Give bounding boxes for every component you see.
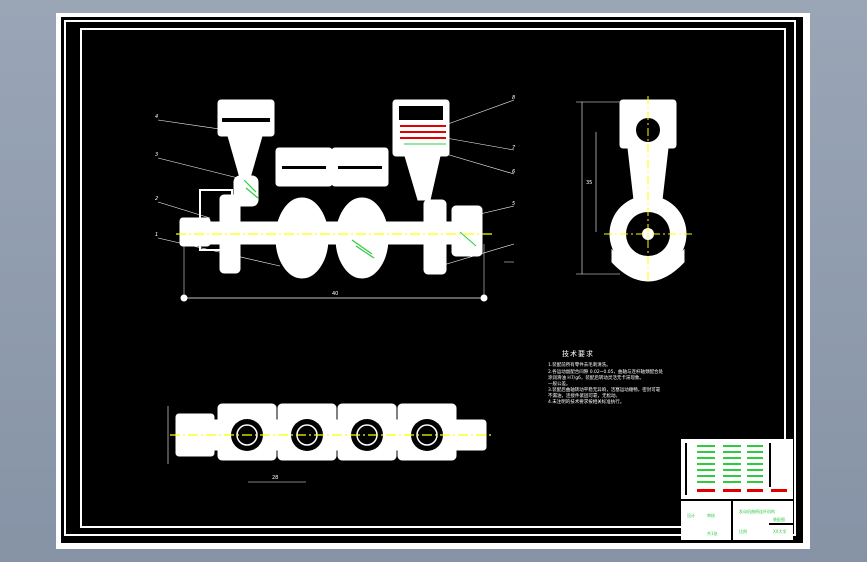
tech-requirement-line: 4.未注明的技术要求按相关标准执行。 xyxy=(548,400,625,405)
bottom-dimension-label: 28 xyxy=(272,475,279,481)
leader-number: 6 xyxy=(512,169,516,175)
checker-label: 审核 xyxy=(707,513,715,518)
connecting-rod-right xyxy=(404,155,441,201)
side-dimension-label: 35 xyxy=(586,180,593,186)
leader-number: 1 xyxy=(155,232,159,238)
section-hatching-red xyxy=(400,125,446,139)
connecting-rod-left xyxy=(227,135,263,179)
section-hatching xyxy=(243,179,375,259)
tech-requirement-line: 涂润滑油 H7/g6，装配后转动灵活无卡滞现象。 xyxy=(548,376,644,381)
front-view xyxy=(157,99,515,302)
designer-label: 设计 xyxy=(687,513,695,518)
leader-number: 3 xyxy=(155,152,159,158)
leader-number: 8 xyxy=(512,95,516,101)
flywheel-end xyxy=(451,205,483,257)
frame-inner-border xyxy=(80,28,786,528)
leader-number: 7 xyxy=(512,145,516,151)
side-view xyxy=(576,96,692,282)
side-counterweight xyxy=(611,248,685,282)
overall-dimension-label: 40 xyxy=(332,291,339,297)
leader-number: 5 xyxy=(512,201,516,207)
leader-number: 4 xyxy=(155,114,159,120)
shaft-end-left xyxy=(179,217,211,247)
crank-throw-1 xyxy=(275,197,329,279)
sheet-label: 共1张 xyxy=(707,531,718,536)
tech-requirements-title: 技术要求 xyxy=(562,350,594,358)
tech-requirement-line: 不漏油，连接件紧固可靠，无松动。 xyxy=(548,394,620,399)
parts-list xyxy=(685,443,789,495)
crank-web-4 xyxy=(423,199,447,275)
tech-requirement-line: 一般公差。 xyxy=(548,382,571,387)
tech-requirement-line: 2.各运动副配合间隙 0.02~0.05，曲轴与连杆轴颈配合处 xyxy=(548,370,664,375)
part-number: 装配图 xyxy=(773,517,785,522)
leader-number: 2 xyxy=(155,196,159,202)
school-name: XX大学 xyxy=(773,529,787,534)
tech-requirement-line: 1.装配前所有零件去毛刺清洗。 xyxy=(548,363,611,368)
tech-requirement-line: 3.装配后曲轴转动平稳无异响，活塞运动顺畅，密封可靠 xyxy=(548,388,661,393)
crank-throw-2 xyxy=(335,197,389,279)
title-block: 设计 审核 发动机曲柄连杆机构 装配图 比例 XX大学 共1张 xyxy=(681,439,793,540)
drawing-name: 发动机曲柄连杆机构 xyxy=(739,509,775,514)
scale-label: 比例 xyxy=(739,529,747,534)
top-view xyxy=(167,403,492,483)
frame-outer-border xyxy=(64,20,796,536)
